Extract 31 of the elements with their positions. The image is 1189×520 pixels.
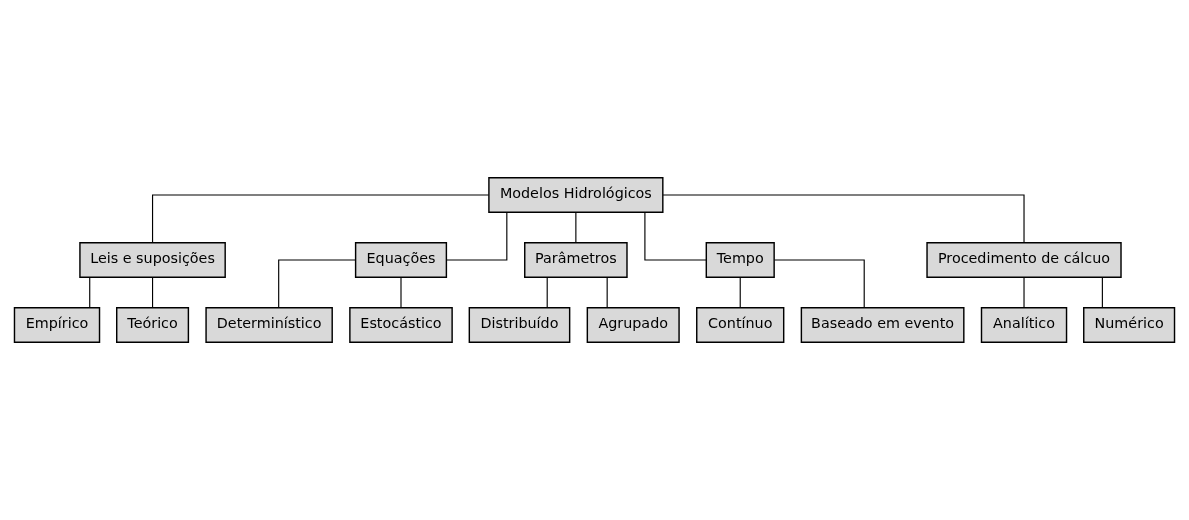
connector [644,211,707,261]
node-box: Determinístico [205,307,333,343]
node-box: Numérico [1083,307,1176,343]
connector [662,194,1025,244]
node-box: Tempo [705,242,775,278]
node-box: Equações [354,242,448,278]
connector [739,276,741,309]
node-box: Parâmetros [524,242,628,278]
node-box: Agrupado [586,307,680,343]
connector [606,276,608,309]
connector [575,211,577,244]
node-box: Estocástico [349,307,453,343]
node-box: Modelos Hidrológicos [488,177,664,213]
node-box: Leis e suposições [79,242,226,278]
node-box: Contínuo [696,307,785,343]
node-box: Procedimento de cálcuo [926,242,1122,278]
node-box: Empírico [13,307,101,343]
connector [546,276,548,309]
connector [445,211,508,261]
node-box: Distribuído [468,307,571,343]
connector [1101,276,1103,309]
node-box: Analítico [980,307,1068,343]
connector [400,276,402,309]
connector [152,276,154,309]
connector [773,259,865,309]
node-box: Teórico [116,307,190,343]
connector [1023,276,1025,309]
connector [152,194,490,244]
node-box: Baseado em evento [800,307,965,343]
connector [89,276,91,309]
connector [278,259,357,309]
